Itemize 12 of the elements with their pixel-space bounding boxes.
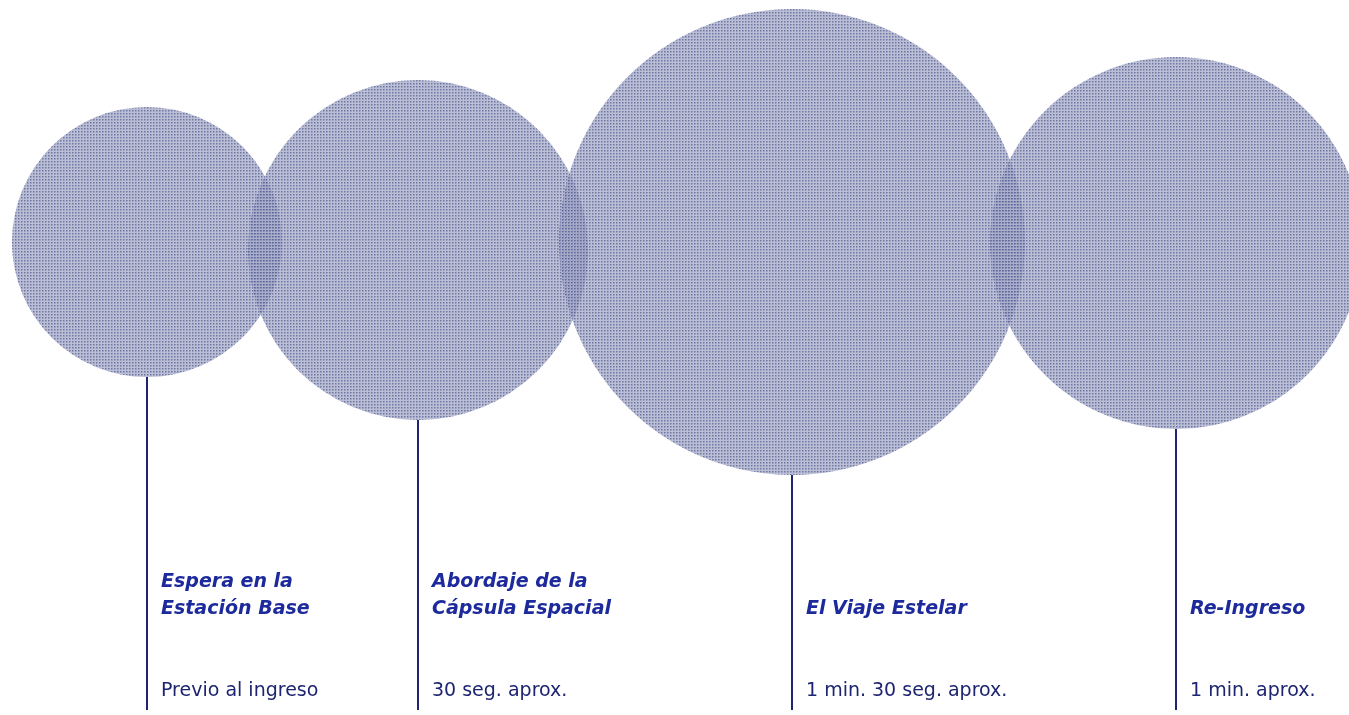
- duration-text: Previo al ingreso: [161, 677, 320, 701]
- leader-line: [146, 376, 148, 711]
- leader-line: [791, 474, 793, 711]
- stage-title: Re-Ingreso: [1190, 595, 1307, 620]
- duration-text: 1 min. 30 seg. aprox.: [806, 677, 1009, 701]
- leader-line: [1175, 428, 1177, 711]
- stage-title: Espera en la Estación Base: [161, 568, 311, 620]
- stage-title: El Viaje Estelar: [806, 595, 969, 620]
- stage-title: Abordaje de la Cápsula Espacial: [432, 568, 613, 620]
- duration-text: 30 seg. aprox.: [432, 677, 569, 701]
- duration-text: 1 min. aprox.: [1190, 677, 1317, 701]
- leader-line: [417, 419, 419, 711]
